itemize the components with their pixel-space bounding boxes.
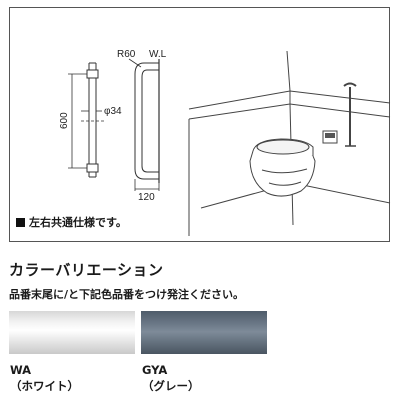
note-label: 左右共通仕様です。 [29,216,127,229]
swatch-code-gya: GYA [142,363,168,377]
dimension-wl-label: W.L [149,49,167,60]
dimension-r60-label: R60 [117,49,136,60]
dimension-120-label: 120 [138,192,155,203]
swatch-label-wa: WA （ホワイト） [10,362,79,394]
dimension-r60 [128,58,142,68]
dimension-120 [134,179,160,191]
dimension-600-label: 600 [59,112,70,129]
swatch-name-gya: （グレー） [142,379,200,393]
product-diagram-frame: 600 φ34 R60 W.L 120 [9,7,391,242]
toilet-room-illustration [188,50,391,236]
grab-bar-front-view [81,62,105,178]
swatch-label-gya: GYA （グレー） [142,362,200,394]
swatch-code-wa: WA [10,363,32,377]
dimension-phi34-label: φ34 [104,106,122,117]
color-swatch-gray [141,311,267,354]
swatch-name-wa: （ホワイト） [10,379,79,393]
diagram-drawing: 600 φ34 R60 W.L 120 [59,49,391,236]
bullet-square-icon [16,217,25,227]
color-swatch-white [9,311,135,354]
order-instruction-text: 品番末尾に/と下記色品番をつけ発注ください。 [9,288,245,301]
color-variation-heading: カラーバリエーション [9,261,164,279]
grab-bar-side-view [134,59,160,183]
dimension-600 [68,73,87,169]
note-text: 左右共通仕様です。 [16,214,127,230]
